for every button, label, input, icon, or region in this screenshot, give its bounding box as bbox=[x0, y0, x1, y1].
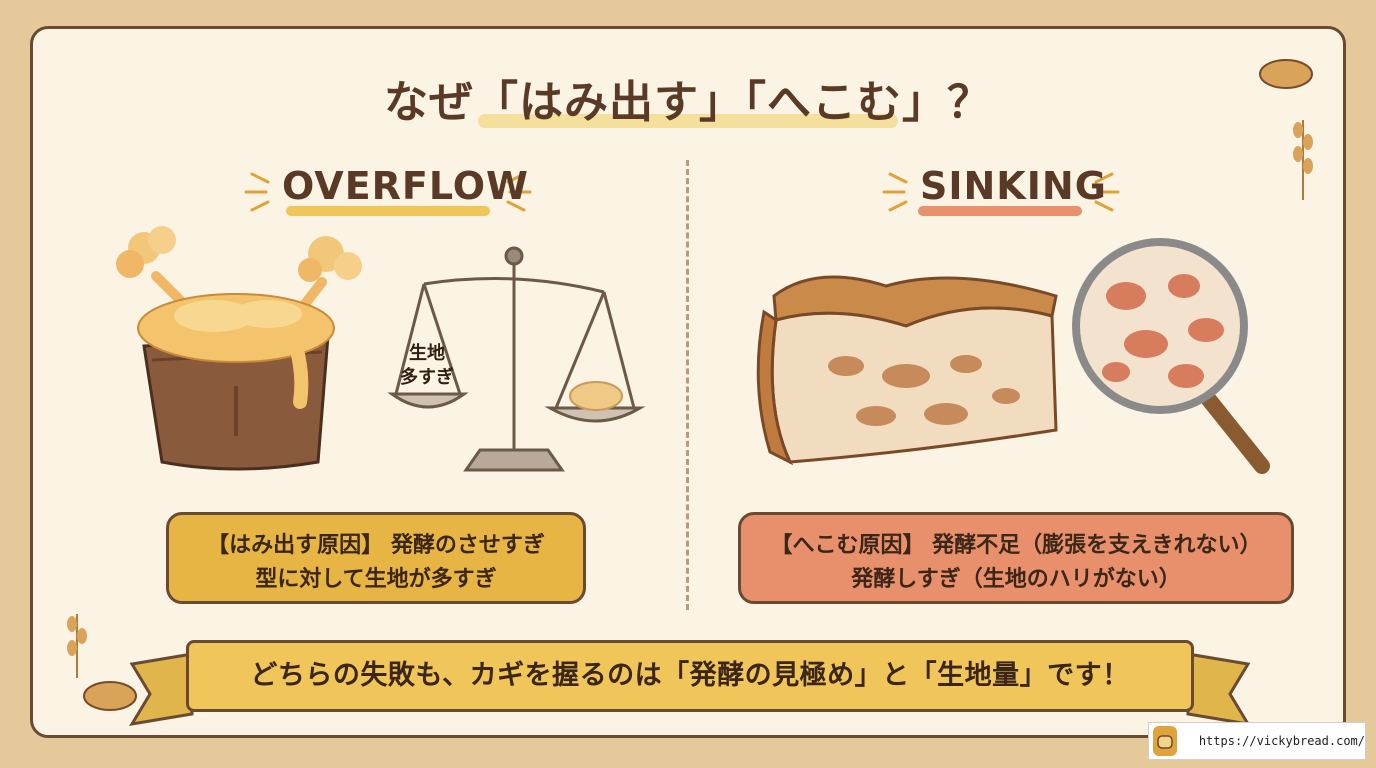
sinking-cause-line1: 【へこむ原因】 発酵不足（膨張を支えきれない） bbox=[770, 533, 1262, 558]
magnifier-illustration bbox=[1072, 238, 1270, 474]
wheat-icon-bottom bbox=[67, 614, 87, 678]
overflow-cause-line1: 【はみ出す原因】 発酵のさせすぎ bbox=[207, 533, 545, 558]
overflow-heading-underline bbox=[286, 206, 490, 216]
overflowing-bread-pan-illustration bbox=[116, 226, 362, 471]
center-divider bbox=[686, 160, 689, 610]
overflow-cause-box: 【はみ出す原因】 発酵のさせすぎ 型に対して生地が多すぎ bbox=[166, 512, 586, 604]
summary-banner: どちらの失敗も、カギを握るのは「発酵の見極め」と「生地量」です！ bbox=[186, 640, 1194, 712]
scale-label-line1: 生地 bbox=[409, 343, 445, 364]
bread-logo-icon bbox=[1153, 726, 1177, 756]
sparkle-decoration-left bbox=[244, 172, 532, 212]
bread-roll-icon-bottom bbox=[83, 681, 137, 711]
footer-url[interactable]: https://vickybread.com/ bbox=[1198, 734, 1365, 748]
wheat-icon bbox=[1293, 120, 1313, 200]
sinking-cause-box: 【へこむ原因】 発酵不足（膨張を支えきれない） 発酵しすぎ（生地のハリがない） bbox=[738, 512, 1294, 604]
footer-url-box[interactable]: https://vickybread.com/ bbox=[1148, 722, 1366, 760]
sparkle-decoration-right bbox=[882, 172, 1120, 212]
scale-label-line2: 多すぎ bbox=[400, 367, 454, 388]
sunken-bread-loaf-illustration bbox=[756, 275, 1058, 466]
overflow-heading: OVERFLOW bbox=[282, 164, 529, 208]
sinking-cause-line2: 発酵しすぎ（生地のハリがない） bbox=[851, 567, 1181, 593]
title-highlight bbox=[478, 114, 898, 128]
balance-scale-illustration bbox=[387, 246, 646, 472]
overflow-cause-line2: 型に対して生地が多すぎ bbox=[255, 567, 497, 593]
bread-roll-icon bbox=[1259, 59, 1313, 89]
scale-label: 生地 多すぎ bbox=[392, 342, 462, 390]
page-title: なぜ「はみ出す」「へこむ」？ bbox=[384, 77, 992, 128]
sinking-heading-underline bbox=[918, 206, 1082, 216]
sinking-heading: SINKING bbox=[920, 164, 1107, 208]
